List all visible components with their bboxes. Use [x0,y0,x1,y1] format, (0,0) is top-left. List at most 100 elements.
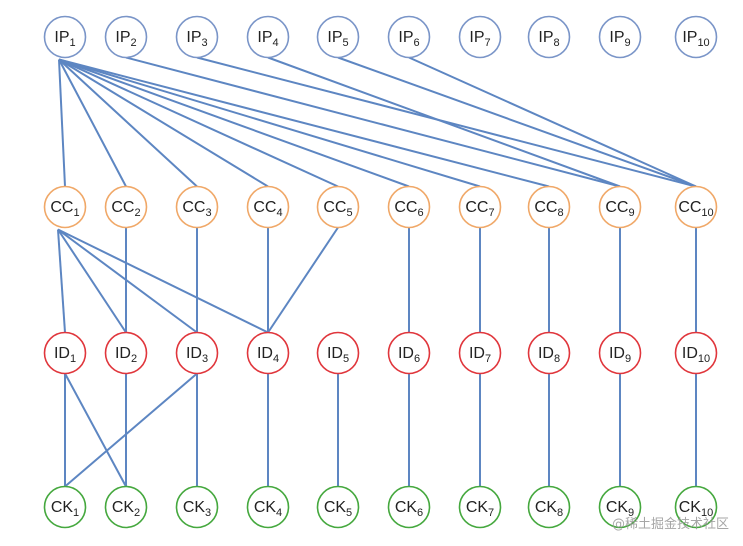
node-subscript: 6 [414,37,420,49]
node-label: ID6 [398,345,420,365]
node-ck-8: CK8 [527,485,571,529]
node-label: CC9 [605,199,634,219]
node-prefix: CC [323,199,346,216]
node-subscript: 4 [276,207,282,219]
watermark: @稀土掘金技术社区 [611,517,729,532]
edge-cc1-id2 [57,228,127,334]
node-prefix: CK [183,499,206,516]
edges-layer [57,56,697,488]
node-label: IP2 [115,29,136,49]
node-ip-2: IP2 [104,15,148,59]
node-label: CC2 [111,199,140,219]
node-subscript: 7 [488,207,494,219]
node-circle [598,15,642,59]
edge-id1-ck2 [64,373,127,487]
node-subscript: 8 [554,37,560,49]
node-subscript: 9 [628,207,634,219]
node-circle [458,185,502,229]
node-subscript: 8 [557,507,563,519]
node-id-8: ID8 [527,331,571,375]
node-circle [316,15,360,59]
node-ck-10: CK10 [674,485,718,529]
node-label: ID2 [115,345,137,365]
node-subscript: 7 [488,507,494,519]
node-id-3: ID3 [175,331,219,375]
node-subscript: 1 [73,507,79,519]
node-prefix: CC [534,199,557,216]
node-prefix: IP [398,29,413,46]
node-circle [104,185,148,229]
node-circle [246,485,290,529]
node-subscript: 6 [417,507,423,519]
node-label: CK2 [112,499,140,519]
node-circle [316,485,360,529]
node-label: ID3 [186,345,208,365]
node-ck-3: CK3 [175,485,219,529]
node-circle [316,185,360,229]
node-label: CK10 [679,499,713,519]
node-circle [175,331,219,375]
node-label: ID9 [609,345,631,365]
node-prefix: CK [112,499,135,516]
node-circle [458,15,502,59]
node-ip-10: IP10 [674,15,718,59]
node-circle [43,15,87,59]
node-subscript: 5 [346,507,352,519]
node-id-6: ID6 [387,331,431,375]
node-prefix: IP [469,29,484,46]
node-subscript: 10 [697,37,709,49]
node-prefix: IP [327,29,342,46]
edge-ip1-cc1 [58,59,66,187]
node-prefix: CK [679,499,702,516]
node-prefix: IP [257,29,272,46]
edge-ip1-cc3 [58,58,198,188]
node-circle [598,331,642,375]
node-prefix: IP [54,29,69,46]
node-label: CK6 [395,499,423,519]
node-cc-3: CC3 [175,185,219,229]
node-ip-6: IP6 [387,15,431,59]
node-label: ID10 [682,345,710,365]
node-circle [104,485,148,529]
node-subscript: 1 [73,207,79,219]
node-label: CC1 [50,199,79,219]
node-subscript: 3 [205,507,211,519]
node-label: IP3 [186,29,207,49]
node-subscript: 2 [131,37,137,49]
node-cc-6: CC6 [387,185,431,229]
node-cc-7: CC7 [458,185,502,229]
node-subscript: 6 [417,207,423,219]
node-prefix: ID [257,345,273,362]
node-subscript: 8 [557,207,563,219]
node-id-7: ID7 [458,331,502,375]
node-cc-9: CC9 [598,185,642,229]
node-ck-2: CK2 [104,485,148,529]
node-label: IP6 [398,29,419,49]
node-prefix: CK [51,499,74,516]
node-subscript: 4 [273,353,279,365]
node-label: CK8 [535,499,563,519]
node-cc-8: CC8 [527,185,571,229]
node-prefix: ID [398,345,414,362]
node-circle [598,485,642,529]
node-label: ID8 [538,345,560,365]
node-label: CC3 [182,199,211,219]
node-ck-9: CK9 [598,485,642,529]
node-circle [175,485,219,529]
node-circle [527,485,571,529]
node-label: CK3 [183,499,211,519]
node-prefix: CC [605,199,628,216]
node-subscript: 8 [554,353,560,365]
node-id-9: ID9 [598,331,642,375]
node-circle [104,331,148,375]
node-prefix: IP [538,29,553,46]
node-subscript: 5 [343,37,349,49]
node-circle [527,331,571,375]
node-ip-7: IP7 [458,15,502,59]
node-label: CC7 [465,199,494,219]
node-subscript: 7 [485,37,491,49]
node-label: CC6 [394,199,423,219]
edge-ip1-cc7 [58,58,481,188]
node-subscript: 4 [273,37,279,49]
node-label: ID4 [257,345,279,365]
